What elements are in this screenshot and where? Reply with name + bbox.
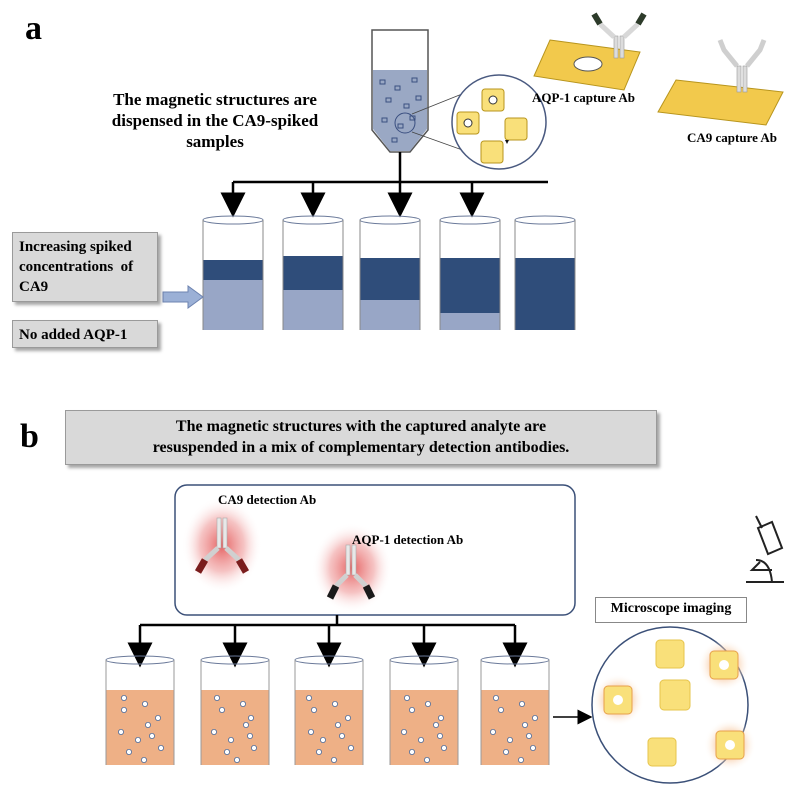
panel-a-letter: a <box>25 10 42 47</box>
aqp1-capture-structure <box>533 12 647 91</box>
increasing-concentration-label: Increasing spiked concentrations of CA9 <box>12 232 158 302</box>
sample-tube <box>371 29 429 153</box>
antibody-icon <box>717 39 767 93</box>
tan-beakers <box>105 655 550 765</box>
aqp1-detection-antibody <box>312 523 392 613</box>
aqp1-capture-label: AQP-1 capture Ab <box>532 90 636 105</box>
panel-b-letter: b <box>20 418 39 455</box>
tan-beaker-3 <box>294 655 364 765</box>
tan-beaker-4 <box>389 655 459 765</box>
beaker-3 <box>359 215 421 330</box>
increasing-line-2: concentrations of <box>19 259 134 275</box>
ca9-detection-label: CA9 detection Ab <box>218 492 317 507</box>
ca9-capture-structure <box>657 39 784 126</box>
zoom-circle-structures <box>451 74 547 170</box>
beaker-4 <box>439 215 501 330</box>
tan-beaker-5 <box>480 655 550 765</box>
arrow-icon <box>162 285 204 309</box>
ca9-capture-label: CA9 capture Ab <box>687 130 778 145</box>
distribute-arrows <box>127 615 528 668</box>
microscope-imaging-label: Microscope imaging <box>595 597 747 623</box>
resuspend-line-2: resuspended in a mix of complementary de… <box>152 439 570 456</box>
dispense-line-3: samples <box>186 132 244 151</box>
tan-beaker-1 <box>105 655 175 765</box>
dispense-description: The magnetic structures are dispensed in… <box>70 89 360 152</box>
beaker-5 <box>514 215 576 330</box>
beaker-1 <box>202 215 264 330</box>
increasing-line-3: CA9 <box>19 279 49 295</box>
beaker-2 <box>282 215 344 330</box>
increasing-line-1: Increasing spiked <box>19 239 132 255</box>
antibody-icon <box>591 12 647 59</box>
dispense-line-1: The magnetic structures are <box>113 90 317 109</box>
no-added-aqp1-label: No added AQP-1 <box>12 320 158 348</box>
resuspend-description: The magnetic structures with the capture… <box>65 410 657 465</box>
resuspend-line-1: The magnetic structures with the capture… <box>175 418 547 435</box>
dispense-arrows <box>220 152 548 218</box>
aqp1-detection-label: AQP-1 detection Ab <box>352 532 464 547</box>
dispense-line-2: dispensed in the CA9-spiked <box>111 111 319 130</box>
microscope-view <box>591 626 756 784</box>
microscope-icon <box>746 515 784 583</box>
tan-beaker-2 <box>200 655 270 765</box>
ca9-detection-antibody <box>182 497 262 593</box>
